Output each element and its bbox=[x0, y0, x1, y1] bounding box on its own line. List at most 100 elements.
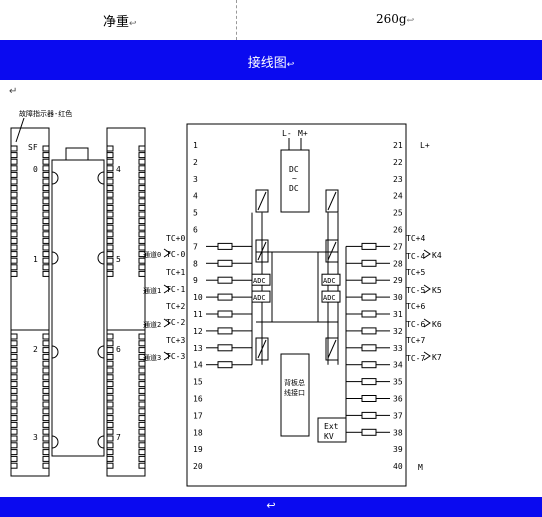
terminal-led bbox=[106, 211, 114, 218]
resistor bbox=[361, 293, 377, 301]
terminal-led bbox=[138, 442, 146, 449]
tc-label: TC-4 bbox=[406, 252, 425, 261]
k-label: K6 bbox=[432, 320, 442, 329]
terminal-led bbox=[42, 237, 50, 244]
terminal-led bbox=[106, 374, 114, 381]
terminal-led bbox=[106, 257, 114, 264]
tc-label: TC+4 bbox=[406, 234, 425, 243]
terminal-led bbox=[42, 367, 50, 374]
tc-label: TC+7 bbox=[406, 336, 425, 345]
terminal-led bbox=[42, 428, 50, 435]
terminal-led bbox=[106, 360, 114, 367]
footer-bar: ↩ bbox=[0, 497, 542, 517]
terminal-led bbox=[10, 415, 18, 422]
terminal-led bbox=[10, 251, 18, 258]
pin-number: 15 bbox=[193, 378, 203, 387]
terminal-led bbox=[10, 408, 18, 415]
resistor bbox=[217, 344, 233, 352]
terminal-led bbox=[10, 387, 18, 394]
switch-box bbox=[325, 337, 339, 361]
pin-number: 29 bbox=[393, 276, 403, 285]
terminal-led bbox=[106, 158, 114, 165]
terminal-led bbox=[10, 158, 18, 165]
terminal-led bbox=[106, 264, 114, 271]
terminal-led bbox=[106, 270, 114, 277]
pin-number: 11 bbox=[193, 310, 203, 319]
terminal-led bbox=[106, 237, 114, 244]
adc-label: ADC bbox=[253, 294, 266, 302]
resistor bbox=[217, 293, 233, 301]
pin-number: 9 bbox=[193, 276, 198, 285]
terminal-led bbox=[42, 353, 50, 360]
terminal-led bbox=[42, 165, 50, 172]
terminal-led bbox=[10, 191, 18, 198]
terminal-led bbox=[10, 367, 18, 374]
tc-label: TC+5 bbox=[406, 268, 425, 277]
terminal-led bbox=[138, 428, 146, 435]
terminal-led bbox=[138, 257, 146, 264]
terminal-led bbox=[106, 251, 114, 258]
terminal-led bbox=[106, 387, 114, 394]
terminal-led bbox=[106, 462, 114, 469]
adc-box bbox=[321, 290, 341, 303]
terminal-led bbox=[138, 347, 146, 354]
terminal-led bbox=[138, 145, 146, 152]
center-connector bbox=[65, 147, 89, 161]
module-number: 2 bbox=[33, 345, 38, 354]
terminal-led bbox=[106, 381, 114, 388]
terminal-led bbox=[10, 178, 18, 185]
terminal-led bbox=[10, 360, 18, 367]
terminal-led bbox=[42, 158, 50, 165]
terminal-led bbox=[10, 218, 18, 225]
tc-label: TC-5 bbox=[406, 286, 425, 295]
terminal-led bbox=[42, 145, 50, 152]
backplane-block bbox=[280, 353, 310, 437]
switch-box bbox=[255, 189, 269, 213]
pin-number: 31 bbox=[393, 310, 403, 319]
terminal-led bbox=[138, 421, 146, 428]
switch-diag bbox=[257, 241, 267, 261]
terminal-led bbox=[10, 231, 18, 238]
dcdc-label: DC bbox=[289, 184, 299, 193]
terminal-led bbox=[10, 185, 18, 192]
terminal-led bbox=[42, 191, 50, 198]
thermocouple-symbol bbox=[163, 248, 171, 258]
terminal-led bbox=[106, 185, 114, 192]
terminal-led bbox=[42, 374, 50, 381]
terminal-led bbox=[106, 204, 114, 211]
adc-label: ADC bbox=[253, 277, 266, 285]
tc-label: TC+3 bbox=[166, 336, 185, 345]
pin-number: 19 bbox=[193, 445, 203, 454]
resistor bbox=[217, 327, 233, 335]
terminal-led bbox=[106, 198, 114, 205]
terminal-led bbox=[10, 435, 18, 442]
k-label: K4 bbox=[432, 251, 442, 260]
terminal-led bbox=[138, 204, 146, 211]
terminal-led bbox=[106, 244, 114, 251]
terminal-led bbox=[10, 145, 18, 152]
terminal-led bbox=[138, 435, 146, 442]
thermocouple-symbol bbox=[163, 351, 171, 361]
terminal-led bbox=[106, 415, 114, 422]
module-number: 6 bbox=[116, 345, 121, 354]
pin-number: 16 bbox=[193, 395, 203, 404]
terminal-led bbox=[42, 224, 50, 231]
terminal-led bbox=[138, 360, 146, 367]
pin-number: 25 bbox=[393, 209, 403, 218]
section-title: 接线图↩ bbox=[247, 56, 295, 71]
terminal-led bbox=[42, 435, 50, 442]
thermocouple-symbol bbox=[423, 284, 431, 294]
resistor bbox=[217, 242, 233, 250]
terminal-led bbox=[106, 333, 114, 340]
dcdc-label: ~ bbox=[292, 174, 297, 183]
sf-label: SF bbox=[28, 143, 38, 152]
terminal-led bbox=[138, 455, 146, 462]
terminal-led bbox=[42, 394, 50, 401]
section-header-bar: 接线图↩ bbox=[0, 40, 542, 80]
terminal-led bbox=[42, 171, 50, 178]
terminal-led bbox=[42, 231, 50, 238]
terminal-led bbox=[138, 340, 146, 347]
terminal-led bbox=[138, 374, 146, 381]
tc-label: TC-0 bbox=[166, 250, 185, 259]
switch-box bbox=[255, 337, 269, 361]
